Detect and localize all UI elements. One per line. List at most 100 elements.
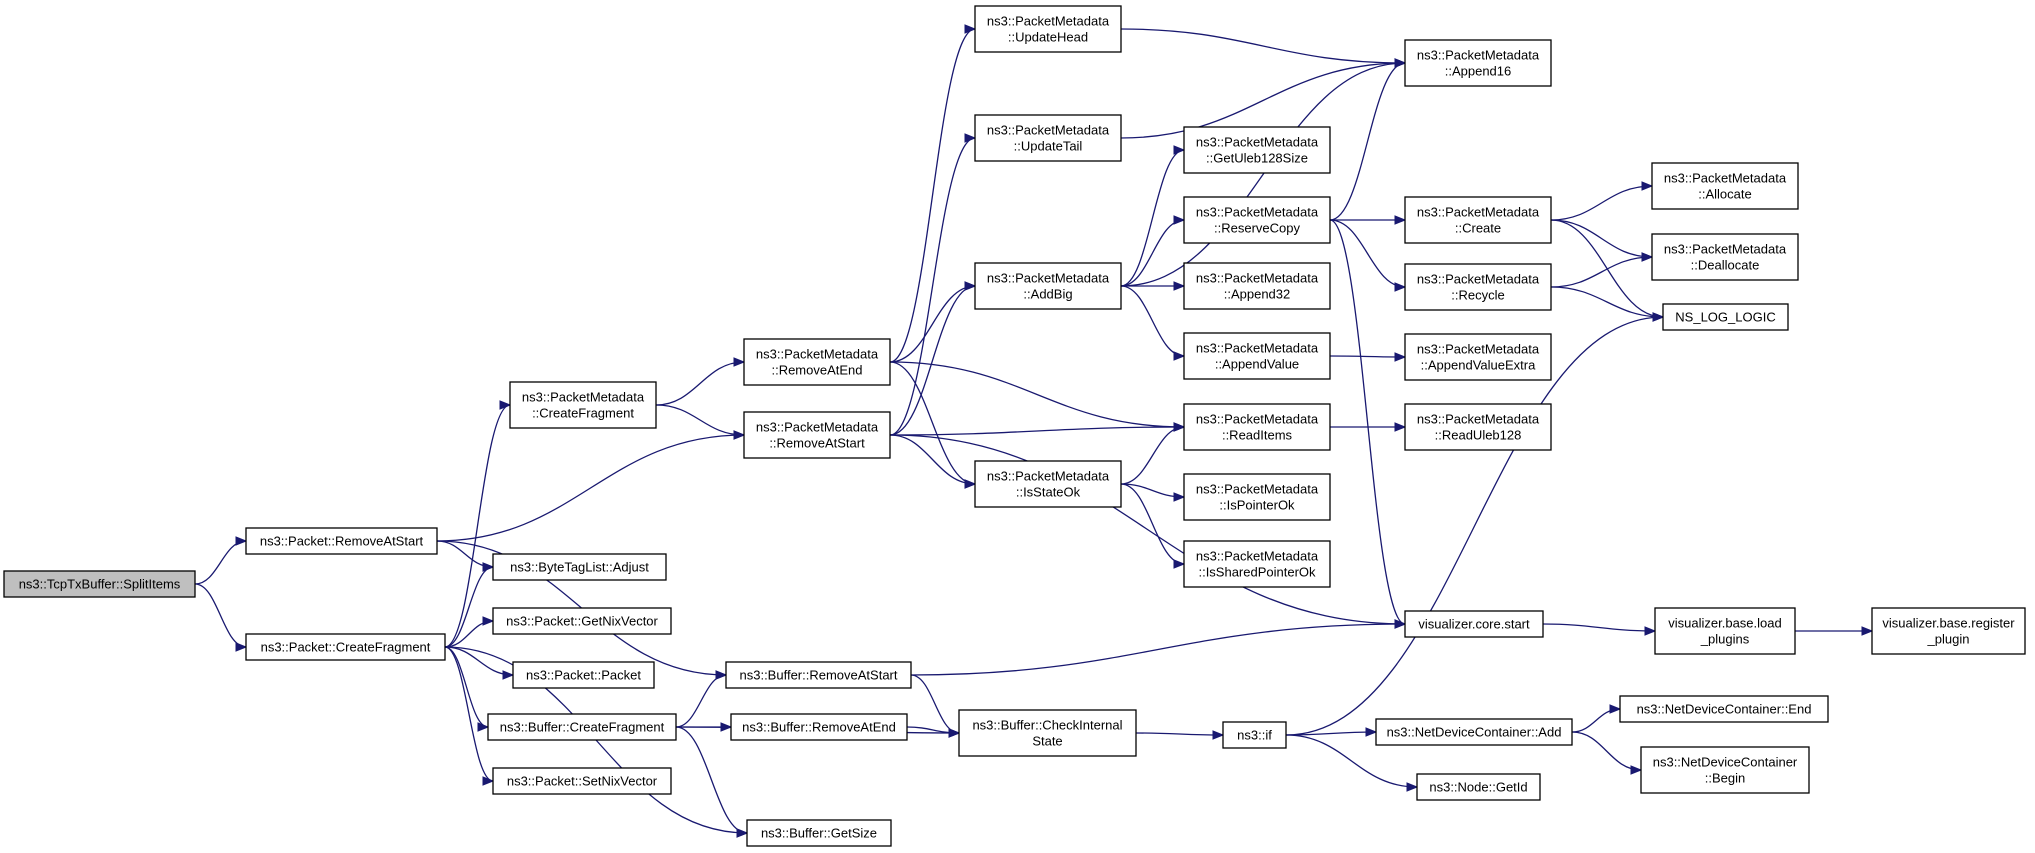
node-label: ns3::PacketMetadata <box>1417 272 1540 287</box>
edge-line <box>1550 286 1664 318</box>
function-node-pm-recycle[interactable]: ns3::PacketMetadata::Recycle <box>1404 263 1552 311</box>
function-node-pm-reserve-copy[interactable]: ns3::PacketMetadata::ReserveCopy <box>1183 196 1331 244</box>
function-node-pm-create[interactable]: ns3::PacketMetadata::Create <box>1404 196 1552 244</box>
arrowhead <box>1394 215 1407 225</box>
node-box <box>958 709 1137 757</box>
arrowhead <box>482 616 495 626</box>
function-node-pkt-packet[interactable]: ns3::Packet::Packet <box>512 661 655 689</box>
node-box <box>974 262 1122 310</box>
call-edge <box>1571 731 1643 775</box>
function-node-pm-read-uleb[interactable]: ns3::PacketMetadata::ReadUleb128 <box>1404 403 1552 451</box>
node-box <box>492 607 672 635</box>
function-node-ndc-add[interactable]: ns3::NetDeviceContainer::Add <box>1375 718 1573 746</box>
edge-line <box>1550 185 1653 221</box>
node-label: ns3::PacketMetadata <box>1196 271 1319 286</box>
function-node-ndc-begin[interactable]: ns3::NetDeviceContainer::Begin <box>1640 746 1810 794</box>
function-node-buf-remove-start[interactable]: ns3::Buffer::RemoveAtStart <box>725 661 912 689</box>
node-label: ::IsStateOk <box>1016 485 1081 500</box>
function-node-pm-allocate[interactable]: ns3::PacketMetadata::Allocate <box>1651 162 1799 210</box>
function-node-buf-get-size[interactable]: ns3::Buffer::GetSize <box>746 819 892 847</box>
function-node-pm-append-value[interactable]: ns3::PacketMetadata::AppendValue <box>1183 332 1331 380</box>
node-label: ns3::Packet::CreateFragment <box>261 640 431 655</box>
function-node-pm-remove-start[interactable]: ns3::PacketMetadata::RemoveAtStart <box>743 411 891 459</box>
node-box <box>1651 162 1799 210</box>
arrowhead <box>1173 351 1186 361</box>
function-node-btl-adjust[interactable]: ns3::ByteTagList::Adjust <box>492 553 667 581</box>
function-node-pm-update-head[interactable]: ns3::PacketMetadata::UpdateHead <box>974 5 1122 53</box>
node-label: ns3::TcpTxBuffer::SplitItems <box>19 577 181 592</box>
edge-line <box>194 540 247 585</box>
node-box <box>1183 126 1331 174</box>
function-node-vis-load-plugins[interactable]: visualizer.base.load_plugins <box>1654 607 1796 655</box>
function-node-pm-is-pointer-ok[interactable]: ns3::PacketMetadata::IsPointerOk <box>1183 473 1331 521</box>
call-edge <box>194 536 248 585</box>
node-label: ns3::Buffer::CreateFragment <box>500 720 665 735</box>
node-label: ::UpdateHead <box>1008 30 1088 45</box>
node-box <box>245 633 446 661</box>
edge-line <box>444 646 489 728</box>
node-label: ns3::PacketMetadata <box>987 271 1110 286</box>
function-node-pm-deallocate[interactable]: ns3::PacketMetadata::Deallocate <box>1651 233 1799 281</box>
function-node-ndc-end[interactable]: ns3::NetDeviceContainer::End <box>1619 695 1829 723</box>
node-box <box>1404 39 1552 87</box>
node-label: ::ReserveCopy <box>1214 221 1300 236</box>
function-node-tcp-split[interactable]: ns3::TcpTxBuffer::SplitItems <box>3 570 196 598</box>
arrowhead <box>736 828 749 838</box>
arrowhead <box>502 670 515 680</box>
node-box <box>1375 718 1573 746</box>
function-node-vis-core-start[interactable]: visualizer.core.start <box>1404 610 1544 638</box>
function-node-node-get-id[interactable]: ns3::Node::GetId <box>1416 773 1541 801</box>
edge-line <box>1120 149 1185 287</box>
node-label: ns3::PacketMetadata <box>1196 205 1319 220</box>
arrowhead <box>1641 252 1654 262</box>
function-node-pkt-remove-start[interactable]: ns3::Packet::RemoveAtStart <box>245 527 438 555</box>
edge-line <box>1120 219 1185 287</box>
function-node-pm-is-state-ok[interactable]: ns3::PacketMetadata::IsStateOk <box>974 460 1122 508</box>
function-node-pm-read-items[interactable]: ns3::PacketMetadata::ReadItems <box>1183 403 1331 451</box>
function-node-pm-create-frag[interactable]: ns3::PacketMetadata::CreateFragment <box>509 381 657 429</box>
function-node-ns-log-logic[interactable]: NS_LOG_LOGIC <box>1662 303 1789 331</box>
node-label: ns3::if <box>1237 728 1272 743</box>
node-label: NS_LOG_LOGIC <box>1675 310 1775 325</box>
edge-line <box>1542 623 1656 632</box>
arrowhead <box>1173 281 1186 291</box>
node-box <box>487 713 677 741</box>
arrowhead <box>1406 782 1419 792</box>
function-node-pm-append-value-extra[interactable]: ns3::PacketMetadata::AppendValueExtra <box>1404 333 1552 381</box>
function-node-buf-remove-end[interactable]: ns3::Buffer::RemoveAtEnd <box>730 713 908 741</box>
edge-line <box>675 674 727 728</box>
node-label: ns3::Packet::RemoveAtStart <box>260 534 424 549</box>
edge-line <box>1285 731 1377 736</box>
node-box <box>1404 610 1544 638</box>
function-node-pm-is-shared-ok[interactable]: ns3::PacketMetadata::IsSharedPointerOk <box>1183 540 1331 588</box>
function-node-pm-remove-end[interactable]: ns3::PacketMetadata::RemoveAtEnd <box>743 338 891 386</box>
arrowhead <box>964 133 977 143</box>
call-edge <box>1550 252 1654 288</box>
node-label: ::Begin <box>1705 771 1745 786</box>
node-label: ns3::Buffer::CheckInternal <box>972 718 1122 733</box>
node-label: ns3::NetDeviceContainer::Add <box>1387 725 1562 740</box>
node-box <box>1404 333 1552 381</box>
node-box <box>1416 773 1541 801</box>
function-node-vis-register-plugin[interactable]: visualizer.base.register_plugin <box>1871 607 2026 655</box>
arrowhead <box>1394 422 1407 432</box>
function-node-ns3-if[interactable]: ns3::if <box>1222 721 1287 749</box>
function-node-pkt-get-nix[interactable]: ns3::Packet::GetNixVector <box>492 607 672 635</box>
arrowhead <box>499 400 512 410</box>
function-node-buf-create-frag[interactable]: ns3::Buffer::CreateFragment <box>487 713 677 741</box>
node-box <box>1619 695 1829 723</box>
function-node-pm-append32[interactable]: ns3::PacketMetadata::Append32 <box>1183 262 1331 310</box>
function-node-pkt-set-nix[interactable]: ns3::Packet::SetNixVector <box>492 767 672 795</box>
node-box <box>1404 403 1552 451</box>
node-label: ::AppendValueExtra <box>1421 358 1536 373</box>
node-label: ns3::PacketMetadata <box>1196 412 1319 427</box>
arrowhead <box>733 430 746 440</box>
function-node-pkt-create-frag[interactable]: ns3::Packet::CreateFragment <box>245 633 446 661</box>
function-node-pm-add-big[interactable]: ns3::PacketMetadata::AddBig <box>974 262 1122 310</box>
node-label: visualizer.base.load <box>1668 616 1781 631</box>
node-label: ::AppendValue <box>1215 357 1299 372</box>
function-node-pm-append16[interactable]: ns3::PacketMetadata::Append16 <box>1404 39 1552 87</box>
function-node-pm-update-tail[interactable]: ns3::PacketMetadata::UpdateTail <box>974 114 1122 162</box>
function-node-pm-get-uleb-size[interactable]: ns3::PacketMetadata::GetUleb128Size <box>1183 126 1331 174</box>
